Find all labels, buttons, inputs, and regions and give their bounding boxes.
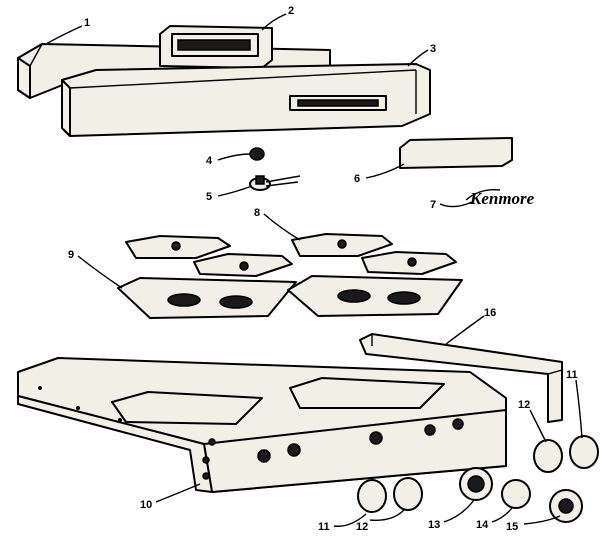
control-knobs: [357, 435, 599, 523]
callout-10: 10: [140, 499, 152, 511]
callout-6: 6: [354, 173, 360, 185]
part-5-valve-bracket: [249, 175, 301, 191]
part-4-cap: [249, 147, 265, 161]
callout-4: 4: [206, 155, 213, 167]
callout-2: 2: [288, 5, 294, 17]
callout-1: 1: [84, 17, 90, 29]
part-3-control-backsplash: [61, 63, 431, 137]
callout-14: 14: [476, 519, 489, 531]
callout-11-upper: 11: [566, 369, 578, 381]
callout-5: 5: [206, 191, 212, 203]
callout-13: 13: [428, 519, 440, 531]
callout-3: 3: [430, 43, 436, 55]
part-9-drip-pans: [117, 275, 463, 319]
callout-8: 8: [254, 207, 260, 219]
part-10-range-top: [17, 357, 507, 493]
part-7-nameplate: Kenmore: [465, 189, 535, 208]
part-8-burner-grates: [125, 233, 457, 277]
part-2-clock-module: [159, 25, 273, 69]
callout-11-lower: 11: [318, 521, 330, 533]
brand-script: Kenmore: [469, 189, 535, 208]
callout-12-upper: 12: [518, 399, 530, 411]
leader-lines: [45, 13, 583, 527]
part-6-trim-strip: [399, 137, 513, 169]
callout-12-lower: 12: [356, 521, 368, 533]
callout-9: 9: [68, 249, 74, 261]
callout-7: 7: [430, 199, 436, 211]
callout-labels: 1 2 3 4 5 6 7 8 9 10 11 11 12 12 13 14 1…: [68, 5, 578, 533]
part-16-control-rail: [359, 333, 563, 423]
callout-15: 15: [506, 521, 518, 533]
callout-16: 16: [484, 307, 496, 319]
